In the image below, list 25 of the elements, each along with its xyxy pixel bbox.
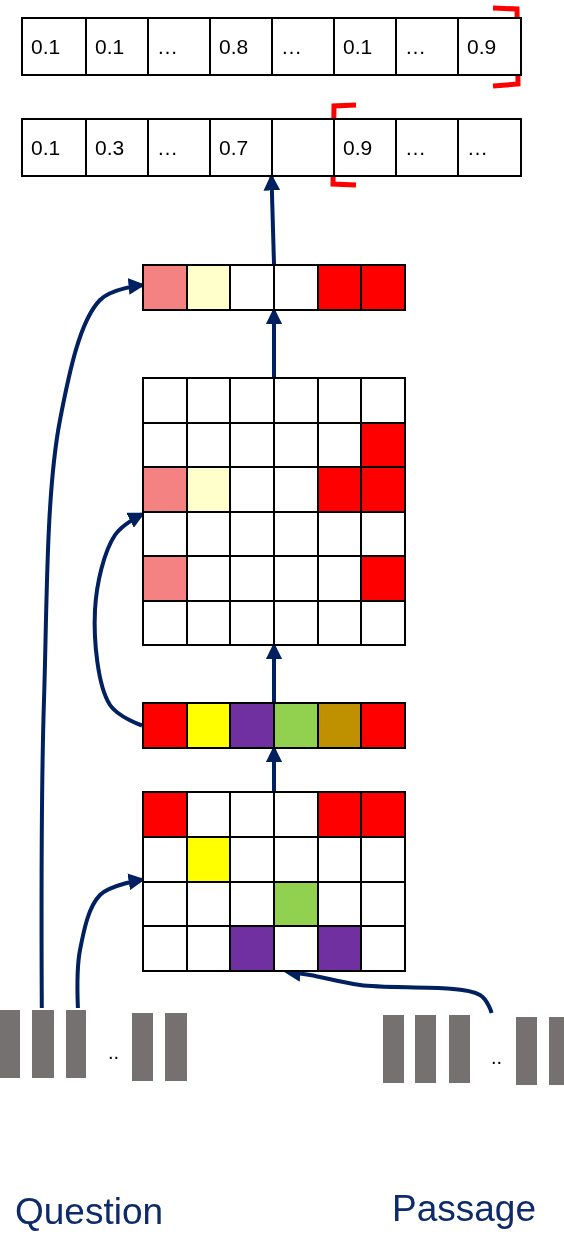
value-cell: 0.3	[85, 120, 147, 175]
caption-text: Question	[15, 1193, 164, 1230]
value-cell: 0.7	[209, 120, 271, 175]
value-cell: 0.9	[457, 19, 522, 74]
value-cell: 0.9	[333, 120, 395, 175]
value-cell: …	[271, 19, 333, 74]
value-cell: 0.1	[333, 19, 395, 74]
color-vector	[142, 702, 406, 749]
value-cell: 0.1	[85, 19, 147, 74]
value-cell: …	[457, 120, 522, 175]
value-cell: 0.8	[209, 19, 271, 74]
value-cell: 0.1	[23, 120, 85, 175]
color-vector	[142, 264, 406, 311]
value-cell: 0.1	[23, 19, 85, 74]
caption-text: Passage	[392, 1190, 536, 1227]
matrix-grid	[142, 791, 406, 972]
value-cell: …	[395, 120, 457, 175]
value-cell: …	[395, 19, 457, 74]
value-cell: …	[147, 120, 209, 175]
ellipsis-text: ..	[491, 1047, 503, 1067]
vector-row	[21, 118, 522, 177]
value-cell: …	[147, 19, 209, 74]
matrix-grid	[142, 377, 406, 646]
vector-row	[21, 17, 522, 76]
ellipsis-text: ..	[108, 1042, 120, 1062]
